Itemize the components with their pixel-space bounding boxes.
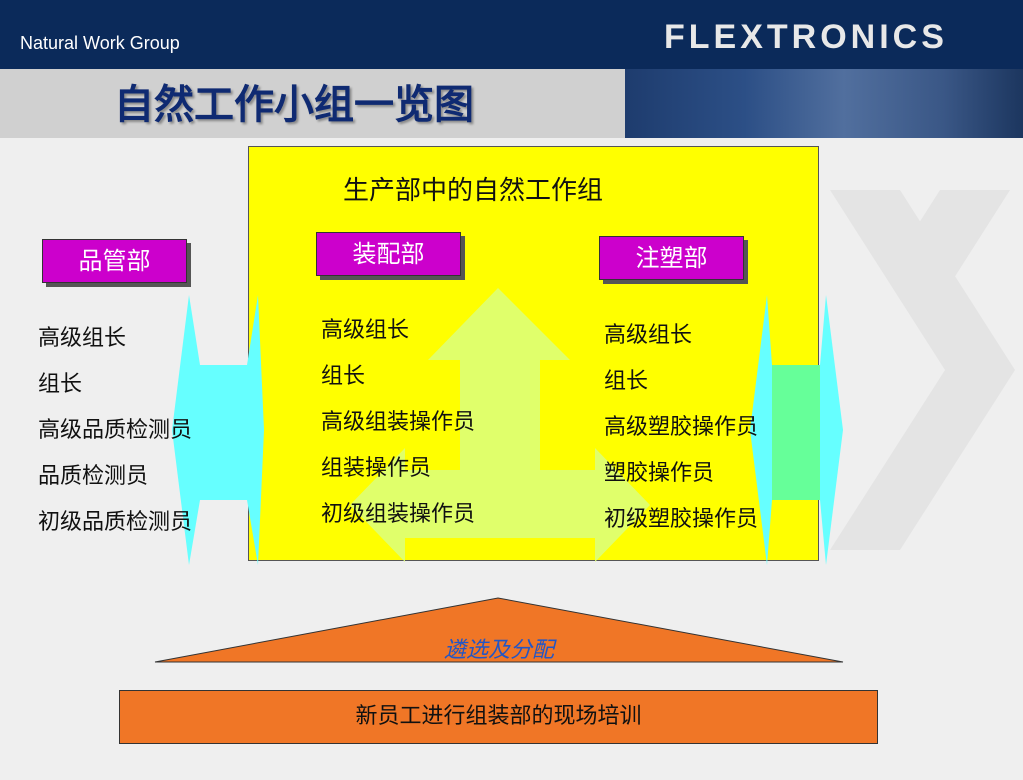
list-item: 高级组装操作员: [321, 410, 476, 435]
title-bar: [0, 69, 625, 138]
production-dept-title: 生产部中的自然工作组: [343, 176, 604, 206]
training-box: 新员工进行组装部的现场培训: [119, 690, 878, 744]
list-item: 初级塑胶操作员: [604, 507, 759, 532]
list-item: 初级组装操作员: [321, 502, 476, 527]
selection-label: 遴选及分配: [444, 638, 555, 663]
list-item: 品质检测员: [38, 464, 149, 489]
assembly-role-list: 高级组长 组长 高级组装操作员 组装操作员 初级组装操作员: [321, 308, 475, 538]
page-title: 自然工作小组一览图: [114, 82, 474, 128]
list-item: 组长: [604, 369, 649, 394]
header-subtitle: Natural Work Group: [20, 33, 180, 53]
header-bar: [0, 0, 1023, 69]
list-item: 高级组长: [321, 318, 410, 343]
flow-arrow-icon: [350, 288, 650, 562]
qa-role-list: 高级组长 组长 高级品质检测员 品质检测员 初级品质检测员: [38, 316, 192, 546]
header-photo: [625, 69, 1023, 138]
list-item: 高级塑胶操作员: [604, 415, 759, 440]
list-item: 组长: [38, 372, 83, 397]
list-item: 塑胶操作员: [604, 461, 715, 486]
dept-label-assembly: 装配部: [316, 232, 461, 276]
left-double-arrow-icon: [172, 295, 264, 565]
right-double-arrow-icon: [750, 295, 843, 565]
list-item: 高级组长: [604, 323, 693, 348]
watermark-x-icon: [830, 190, 1015, 550]
dept-label-qa: 品管部: [42, 239, 187, 283]
molding-role-list: 高级组长 组长 高级塑胶操作员 塑胶操作员 初级塑胶操作员: [604, 313, 758, 543]
selection-triangle: [154, 597, 844, 663]
dept-label-molding: 注塑部: [599, 236, 744, 280]
list-item: 组装操作员: [321, 456, 432, 481]
list-item: 初级品质检测员: [38, 510, 193, 535]
list-item: 高级品质检测员: [38, 418, 193, 443]
list-item: 组长: [321, 364, 366, 389]
list-item: 高级组长: [38, 326, 127, 351]
brand-logo-text: FLEXTRONICS: [664, 18, 948, 56]
